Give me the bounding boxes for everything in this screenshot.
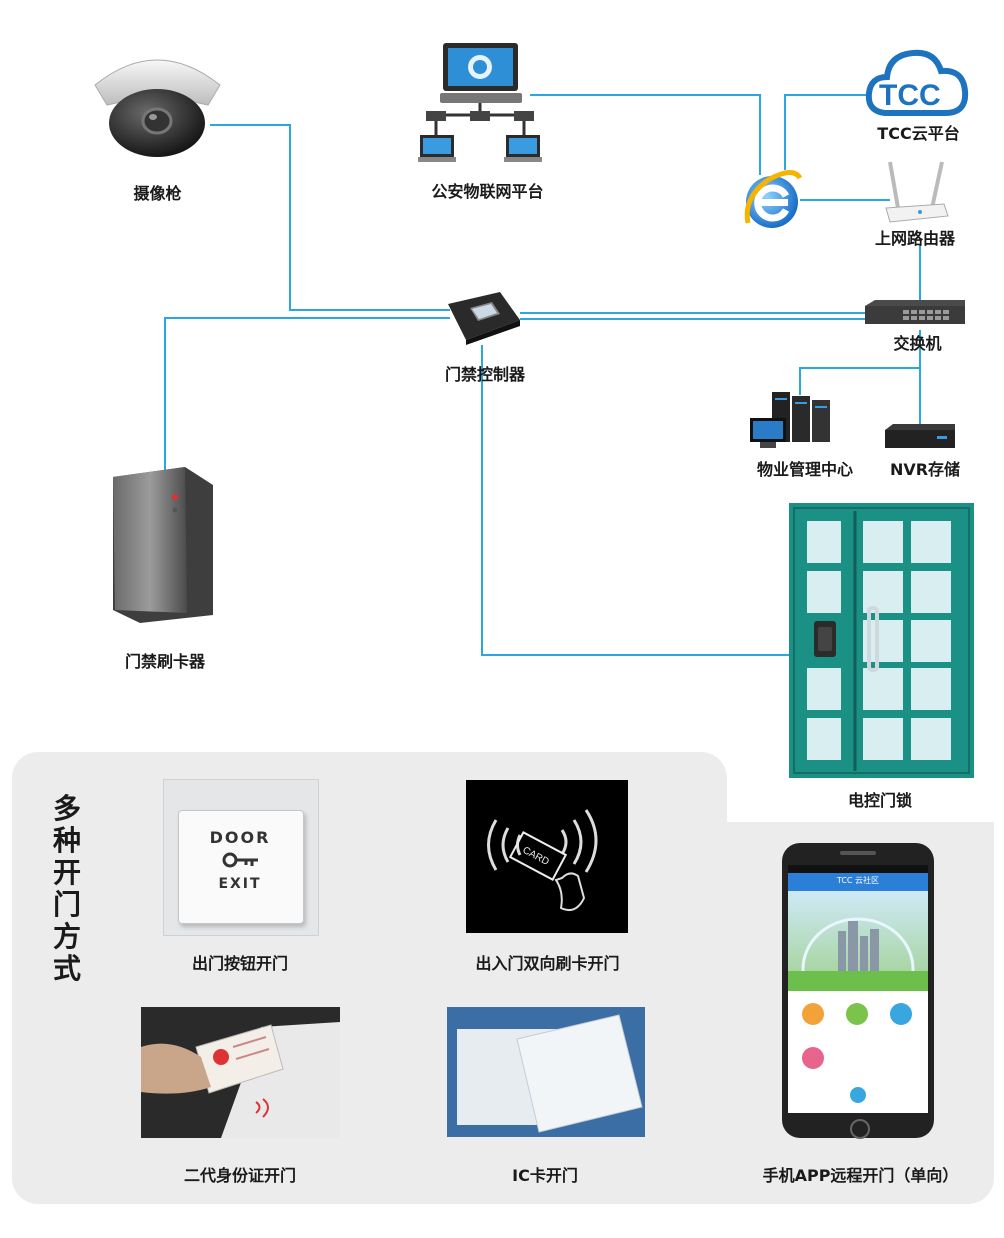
police-platform-label: 公安物联网平台 xyxy=(431,182,544,201)
exit-button-photo: DOOR EXIT xyxy=(163,779,319,936)
ic-card-photo xyxy=(447,1007,645,1137)
internet-explorer-icon xyxy=(744,170,803,228)
tcc-logo-text: TCC xyxy=(879,79,941,112)
method-label-app: 手机APP远程开门（单向） xyxy=(762,1166,959,1185)
router-label: 上网路由器 xyxy=(874,229,955,248)
dome-camera-icon xyxy=(94,59,221,157)
method-label-id-card: 二代身份证开门 xyxy=(183,1166,296,1185)
home-button[interactable] xyxy=(850,1119,870,1139)
app-title: TCC 云社区 xyxy=(836,876,880,885)
app-lock-icon[interactable] xyxy=(850,1087,866,1103)
card-wave-icon: CARD xyxy=(487,809,598,911)
method-label-card-swipe: 出入门双向刷卡开门 xyxy=(475,954,620,973)
city-globe-icon xyxy=(788,917,928,991)
nvr-label: NVR存储 xyxy=(889,460,961,479)
access-controller-icon xyxy=(448,292,520,345)
phone-screen: TCC 云社区 xyxy=(788,865,928,1113)
tcc-cloud-label: TCC云平台 xyxy=(877,124,960,143)
door-text: DOOR xyxy=(209,828,271,847)
switch-label: 交换机 xyxy=(893,334,942,353)
app-icon-service[interactable] xyxy=(846,1003,868,1025)
exit-text: EXIT xyxy=(218,876,262,892)
card-reader-label: 门禁刷卡器 xyxy=(124,652,205,671)
app-icon-alarm[interactable] xyxy=(802,1047,824,1069)
id-card-photo xyxy=(141,1007,340,1138)
network-computers-icon xyxy=(418,43,542,162)
card-reader-icon xyxy=(113,467,213,623)
app-header xyxy=(788,873,928,891)
key-icon xyxy=(222,852,258,868)
server-monitor-icon xyxy=(750,392,830,448)
network-switch-icon xyxy=(865,300,965,324)
camera-label: 摄像枪 xyxy=(133,184,182,203)
smartphone: TCC 云社区 xyxy=(782,843,934,1139)
nvr-device-icon xyxy=(885,424,955,448)
app-icon-visitor[interactable] xyxy=(890,1003,912,1025)
controller-label: 门禁控制器 xyxy=(444,365,525,384)
app-icon-door[interactable] xyxy=(802,1003,824,1025)
wifi-router-icon xyxy=(885,161,949,223)
method-label-exit-button: 出门按钮开门 xyxy=(191,954,288,973)
methods-title: 多种开门方式 xyxy=(52,792,81,985)
method-label-ic-card: IC卡开门 xyxy=(512,1166,578,1185)
tcc-cloud-logo: TCC xyxy=(865,49,969,116)
card-swipe-photo: CARD xyxy=(466,780,628,933)
door-panes xyxy=(807,511,951,771)
property-center-label: 物业管理中心 xyxy=(756,460,853,479)
door-lock-label: 电控门锁 xyxy=(847,791,912,810)
